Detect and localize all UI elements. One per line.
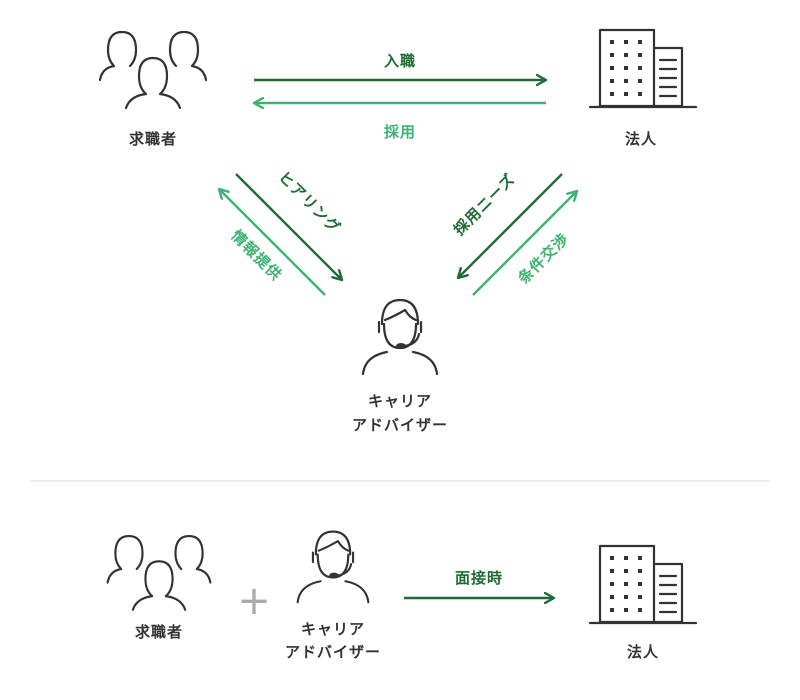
advisor-label-line1-bottom: キャリア <box>301 620 365 638</box>
company-label-bottom: 法人 <box>627 643 659 661</box>
career-advisor-icon <box>361 298 439 376</box>
arrow-to-company-label: 入職 <box>384 52 416 70</box>
plus-sign: + <box>237 578 271 624</box>
company-label: 法人 <box>625 130 657 148</box>
advisor-label-line2: アドバイザー <box>352 416 448 434</box>
job-seekers-label-bottom: 求職者 <box>135 623 183 641</box>
job-seekers-label: 求職者 <box>129 130 177 148</box>
arrow-negotiation-label: 条件交渉 <box>514 229 573 288</box>
arrow-hearing-label: ヒアリング <box>275 168 344 237</box>
job-seekers-icon-bottom <box>106 535 212 611</box>
arrow-info-provision <box>219 189 326 296</box>
arrow-negotiation <box>472 191 577 296</box>
company-building-icon <box>588 28 698 109</box>
arrow-hiring-needs <box>458 173 563 278</box>
job-seekers-icon <box>98 30 208 110</box>
arrow-hearing <box>235 173 342 280</box>
advisor-label-line2-bottom: アドバイザー <box>285 643 381 661</box>
arrow-to-job-seekers-label: 採用 <box>384 123 416 141</box>
arrow-info-provision-label: 情報提供 <box>228 226 286 284</box>
career-advisor-icon-bottom <box>296 530 370 604</box>
company-building-icon-bottom <box>588 544 698 625</box>
advisor-label-line1: キャリア <box>368 392 432 410</box>
arrow-interview-label: 面接時 <box>455 569 503 587</box>
